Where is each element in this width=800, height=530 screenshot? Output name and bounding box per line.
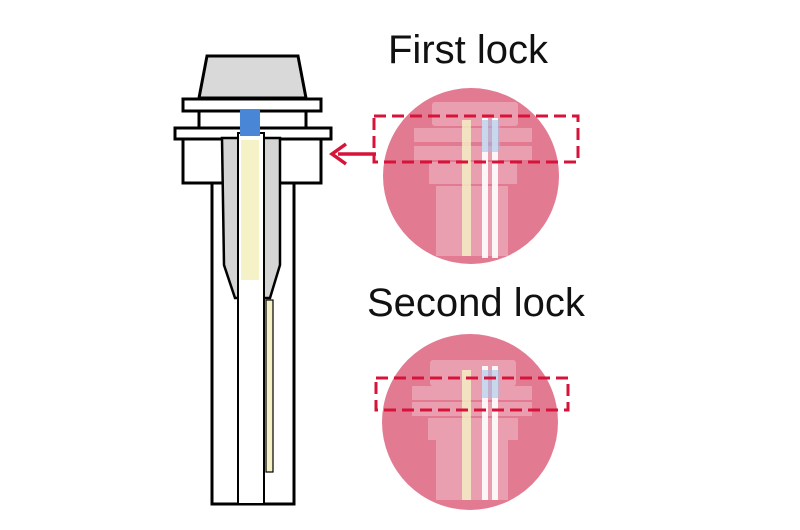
second-lock-inset bbox=[374, 334, 570, 510]
connector-upper-ring bbox=[181, 97, 323, 113]
first-lock-highlight-box bbox=[372, 114, 580, 164]
first-lock-label: First lock bbox=[388, 28, 548, 72]
first-lock-inset bbox=[372, 88, 580, 264]
optical-fiber-upper bbox=[241, 140, 259, 280]
optical-fiber-lower bbox=[265, 299, 274, 473]
pointer-arrow bbox=[328, 142, 376, 166]
second-lock-label: Second lock bbox=[367, 281, 585, 325]
second-lock-highlight-box bbox=[374, 376, 570, 412]
connector-cap bbox=[197, 54, 308, 100]
lock-block-blue bbox=[240, 110, 260, 136]
